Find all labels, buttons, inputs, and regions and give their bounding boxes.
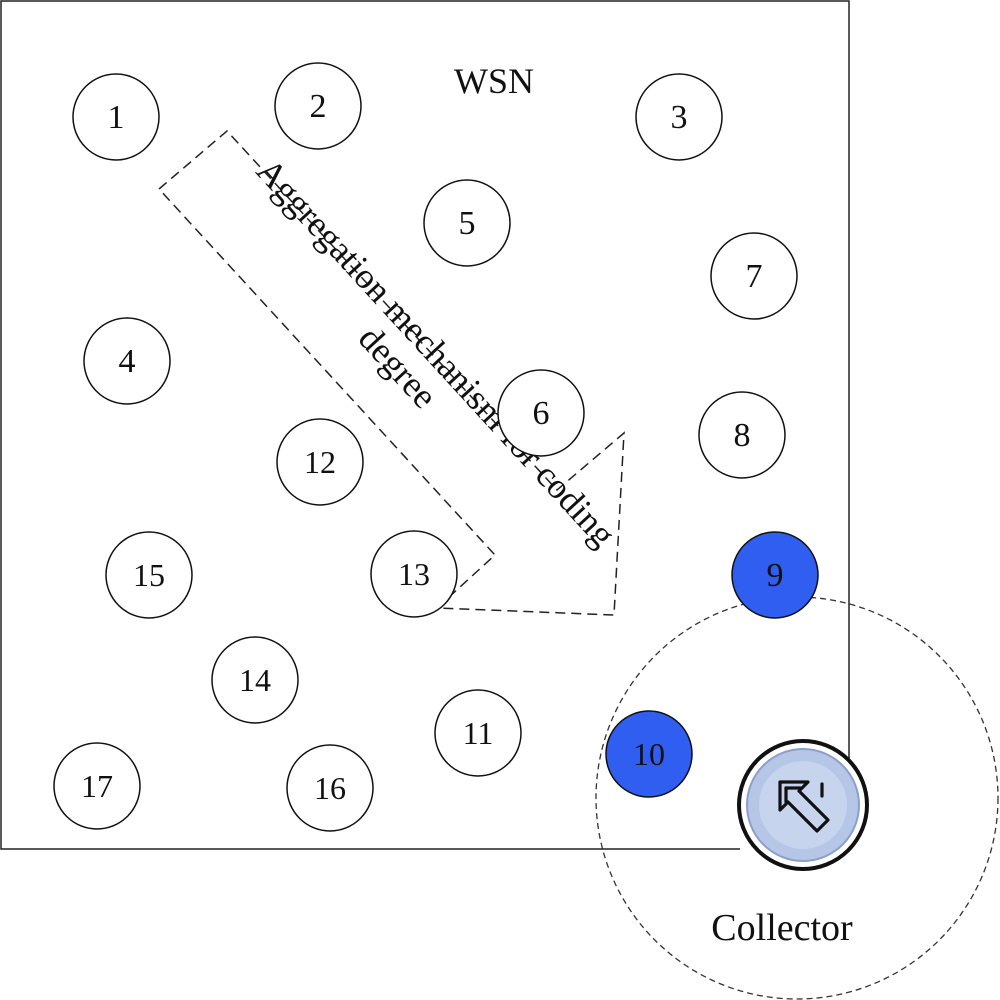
region-label: WSN xyxy=(454,61,534,101)
sensor-node-label: 9 xyxy=(767,557,784,594)
sensor-node-circle xyxy=(423,179,511,267)
sensor-node-circle xyxy=(274,62,362,150)
sensor-node-3: 3 xyxy=(635,73,723,161)
sensor-node-label: 7 xyxy=(746,258,763,295)
cursor-arrow-icon xyxy=(778,780,830,833)
sensor-node-label: 5 xyxy=(459,205,476,242)
sensor-node-label: 13 xyxy=(398,556,430,592)
sensor-node-circle xyxy=(370,530,458,618)
collector: Collector xyxy=(711,739,869,949)
sensor-node-4: 4 xyxy=(83,317,171,405)
sensor-node-17: 17 xyxy=(53,742,141,830)
sensor-node-label: 3 xyxy=(671,99,688,136)
sensor-node-circle xyxy=(105,531,193,619)
sensor-node-circle xyxy=(731,531,819,619)
sensor-node-5: 5 xyxy=(423,179,511,267)
collector-label: Collector xyxy=(711,907,853,949)
sensor-node-circle xyxy=(83,317,171,405)
sensor-node-circle xyxy=(72,73,160,161)
sensor-node-label: 17 xyxy=(81,768,113,804)
sensor-node-6: 6 xyxy=(497,369,585,457)
sensor-node-10: 10 xyxy=(605,710,693,798)
sensor-node-13: 13 xyxy=(370,530,458,618)
sensor-node-11: 11 xyxy=(434,689,522,777)
sensor-node-circle xyxy=(497,369,585,457)
sensor-node-label: 15 xyxy=(133,557,165,593)
aggregation-arrow xyxy=(157,129,625,616)
sensor-node-12: 12 xyxy=(276,418,364,506)
sensor-node-7: 7 xyxy=(710,232,798,320)
arrow-label: Aggregation mechanism for coding degree xyxy=(249,151,624,555)
sensor-node-1: 1 xyxy=(72,73,160,161)
sensor-node-label: 11 xyxy=(463,715,494,751)
sensor-node-circle xyxy=(286,744,374,832)
sensor-node-14: 14 xyxy=(211,636,299,724)
sensor-node-label: 2 xyxy=(310,88,327,125)
sensor-node-label: 1 xyxy=(108,99,125,136)
sensor-node-9: 9 xyxy=(731,531,819,619)
sensor-node-circle xyxy=(605,710,693,798)
sensor-node-label: 4 xyxy=(119,343,136,380)
sensor-node-label: 16 xyxy=(314,770,346,806)
sensor-node-label: 10 xyxy=(633,736,665,772)
sensor-node-label: 14 xyxy=(239,662,271,698)
sensor-node-label: 12 xyxy=(304,444,336,480)
sensor-node-circle xyxy=(211,636,299,724)
collector-inner xyxy=(759,761,847,849)
wsn-boundary xyxy=(0,0,850,850)
sensor-node-label: 8 xyxy=(734,417,751,454)
sensor-node-circle xyxy=(698,391,786,479)
sensor-node-circle xyxy=(635,73,723,161)
sensor-node-label: 6 xyxy=(533,395,550,432)
sensor-node-circle xyxy=(276,418,364,506)
sensor-node-16: 16 xyxy=(286,744,374,832)
sensor-node-circle xyxy=(710,232,798,320)
sensor-node-circle xyxy=(434,689,522,777)
collector-range-circle xyxy=(595,596,999,1000)
sensor-node-15: 15 xyxy=(105,531,193,619)
sensor-node-circle xyxy=(53,742,141,830)
sensor-node-8: 8 xyxy=(698,391,786,479)
sensor-node-2: 2 xyxy=(274,62,362,150)
